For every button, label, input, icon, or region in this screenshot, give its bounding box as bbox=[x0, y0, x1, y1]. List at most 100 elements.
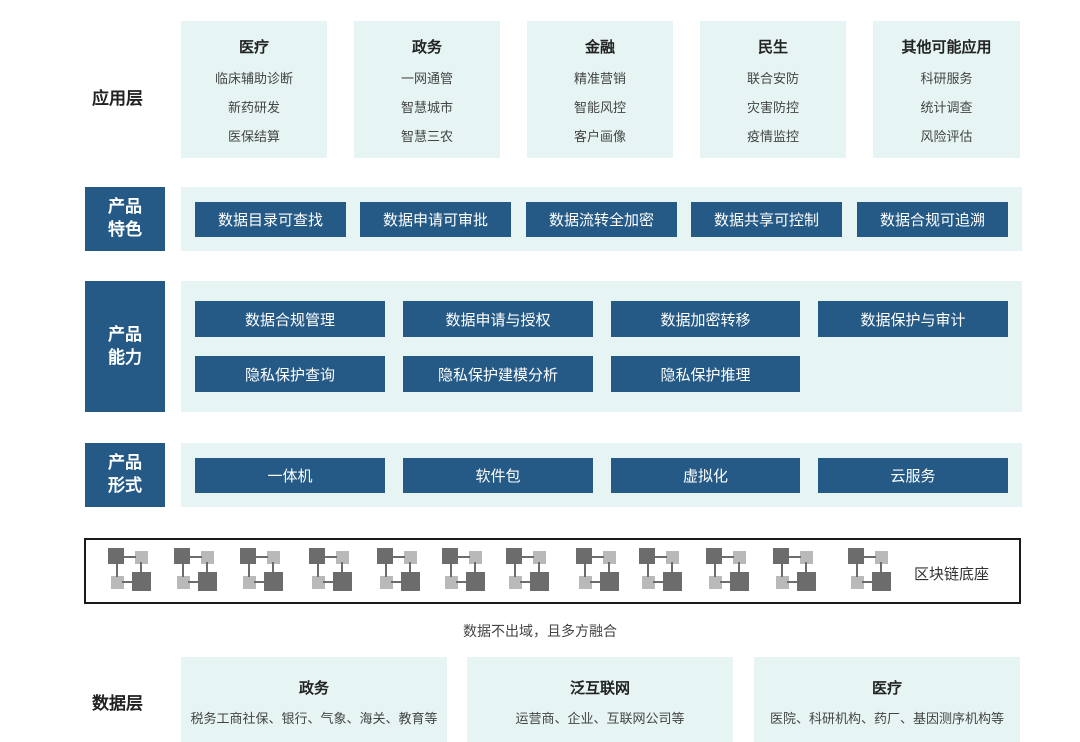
app-item: 疫情监控 bbox=[746, 130, 799, 145]
features-label: 产品特色 bbox=[85, 187, 165, 251]
block-square bbox=[240, 548, 256, 564]
block-link bbox=[272, 562, 274, 573]
block-square bbox=[663, 572, 682, 591]
data-column-government: 政务 税务工商社保、银行、气象、海关、教育等 bbox=[181, 657, 447, 742]
block-link bbox=[856, 562, 858, 577]
block-link bbox=[140, 562, 142, 573]
block-link bbox=[450, 562, 452, 577]
block-link bbox=[514, 562, 516, 577]
app-column-livelihood: 民生 联合安防 灾害防控 疫情监控 bbox=[700, 21, 846, 158]
app-column-title: 医疗 bbox=[238, 38, 269, 56]
block-square bbox=[404, 551, 417, 564]
block-link bbox=[653, 556, 667, 558]
app-item: 精准营销 bbox=[573, 72, 626, 87]
block-link bbox=[608, 562, 610, 573]
block-link bbox=[409, 562, 411, 573]
capabilities-label-line2: 能力 bbox=[108, 347, 142, 368]
form-item: 云服务 bbox=[818, 458, 1008, 493]
block-square bbox=[264, 572, 283, 591]
block-square bbox=[533, 551, 546, 564]
form-item: 虚拟化 bbox=[611, 458, 800, 493]
blockchain-node-icon bbox=[309, 548, 353, 594]
block-link bbox=[456, 556, 470, 558]
block-square bbox=[848, 548, 864, 564]
block-square bbox=[380, 576, 393, 589]
block-square bbox=[709, 576, 722, 589]
app-item: 智慧城市 bbox=[400, 101, 453, 116]
block-link bbox=[182, 562, 184, 577]
features-label-line2: 特色 bbox=[108, 220, 142, 240]
app-column-title: 政务 bbox=[411, 38, 442, 56]
block-link bbox=[317, 562, 319, 577]
block-square bbox=[851, 576, 864, 589]
block-square bbox=[639, 548, 655, 564]
block-link bbox=[391, 581, 402, 583]
block-link bbox=[538, 562, 540, 573]
capability-item: 数据保护与审计 bbox=[818, 301, 1008, 337]
block-link bbox=[520, 556, 534, 558]
block-square bbox=[872, 572, 891, 591]
app-item: 风险评估 bbox=[920, 130, 973, 145]
block-link bbox=[474, 562, 476, 573]
blockchain-node-icon bbox=[108, 548, 152, 594]
block-link bbox=[341, 562, 343, 573]
blockchain-node-icon bbox=[174, 548, 218, 594]
blockchain-node-icon bbox=[576, 548, 620, 594]
block-square bbox=[603, 551, 616, 564]
block-link bbox=[862, 581, 873, 583]
block-square bbox=[797, 572, 816, 591]
form-item: 软件包 bbox=[403, 458, 593, 493]
block-square bbox=[111, 576, 124, 589]
block-link bbox=[385, 562, 387, 577]
blockchain-node-icon bbox=[706, 548, 750, 594]
app-item: 一网通管 bbox=[400, 72, 453, 87]
block-link bbox=[738, 562, 740, 573]
block-link bbox=[456, 581, 467, 583]
app-item: 科研服务 bbox=[920, 72, 973, 87]
capabilities-label: 产品能力 bbox=[85, 281, 165, 412]
data-layer-label: 数据层 bbox=[92, 694, 143, 714]
capabilities-label-line1: 产品 bbox=[108, 324, 142, 345]
block-link bbox=[122, 581, 133, 583]
block-link bbox=[805, 562, 807, 573]
blockchain-node-icon bbox=[639, 548, 683, 594]
block-square bbox=[875, 551, 888, 564]
data-column-desc: 医院、科研机构、药厂、基因测序机构等 bbox=[769, 712, 1004, 727]
block-link bbox=[520, 581, 531, 583]
data-column-title: 泛互联网 bbox=[569, 679, 630, 697]
block-link bbox=[391, 556, 405, 558]
block-square bbox=[600, 572, 619, 591]
app-column-finance: 金融 精准营销 智能风控 客户画像 bbox=[527, 21, 673, 158]
block-link bbox=[188, 556, 202, 558]
fusion-caption: 数据不出域，且多方融合 bbox=[463, 624, 617, 640]
block-square bbox=[579, 576, 592, 589]
block-link bbox=[880, 562, 882, 573]
block-square bbox=[773, 548, 789, 564]
data-column-title: 政务 bbox=[298, 679, 329, 697]
app-item: 客户画像 bbox=[573, 130, 626, 145]
block-square bbox=[576, 548, 592, 564]
block-link bbox=[590, 556, 604, 558]
block-square bbox=[177, 576, 190, 589]
block-link bbox=[254, 556, 268, 558]
block-link bbox=[720, 581, 731, 583]
blockchain-base: 区块链底座 bbox=[84, 538, 1021, 604]
blockchain-node-icon bbox=[773, 548, 817, 594]
block-square bbox=[309, 548, 325, 564]
app-column-other: 其他可能应用 科研服务 统计调查 风险评估 bbox=[873, 21, 1020, 158]
blockchain-node-icon bbox=[848, 548, 892, 594]
app-item: 智能风控 bbox=[573, 101, 626, 116]
block-link bbox=[862, 556, 876, 558]
block-link bbox=[781, 562, 783, 577]
feature-item: 数据共享可控制 bbox=[691, 202, 842, 237]
block-square bbox=[333, 572, 352, 591]
block-square bbox=[174, 548, 190, 564]
app-column-title: 民生 bbox=[757, 38, 788, 56]
blockchain-node-icon bbox=[442, 548, 486, 594]
app-item: 智慧三农 bbox=[400, 130, 453, 145]
forms-label-line2: 形式 bbox=[108, 476, 142, 496]
feature-item: 数据申请可审批 bbox=[360, 202, 511, 237]
block-square bbox=[466, 572, 485, 591]
form-item: 一体机 bbox=[195, 458, 385, 493]
block-square bbox=[442, 548, 458, 564]
